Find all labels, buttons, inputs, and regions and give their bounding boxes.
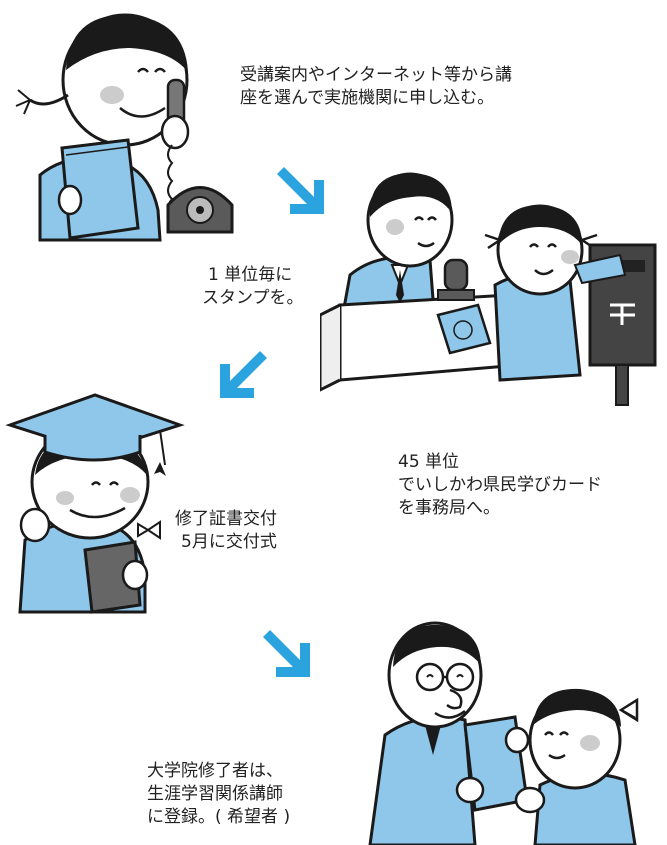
graduate-illustration <box>5 393 185 614</box>
step-3-line-1: 45 単位 <box>398 452 460 472</box>
step-5-line-2: 生涯学習関係講師 <box>147 784 283 804</box>
step-4-caption: 修了証書交付 5月に交付式 <box>175 508 277 554</box>
step-1-line-2: 座を選んで実施機関に申し込む。 <box>240 88 495 108</box>
step-2-caption: 1 単位毎に スタンプを。 <box>202 264 304 310</box>
step-5-line-3: に登録。( 希望者 ) <box>147 807 291 827</box>
registration-illustration <box>368 621 639 845</box>
girl-phone-illustration <box>15 13 234 242</box>
step-5-caption: 大学院修了者は、 生涯学習関係講師 に登録。( 希望者 ) <box>147 760 290 829</box>
step-2-line-2: スタンプを。 <box>202 288 304 308</box>
arrow-down-right-1 <box>277 167 324 214</box>
step-3-caption: 45 単位 でいしかわ県民学びカード を事務局へ。 <box>398 451 602 520</box>
step-5-line-1: 大学院修了者は、 <box>147 761 283 781</box>
step-3-line-3: を事務局へ。 <box>398 498 500 518</box>
step-1-caption: 受講案内やインターネット等から講 座を選んで実施機関に申し込む。 <box>240 64 512 110</box>
step-4-line-1: 修了証書交付 <box>175 509 277 529</box>
step-3-line-2: でいしかわ県民学びカード <box>398 475 602 495</box>
step-1-line-1: 受講案内やインターネット等から講 <box>240 65 512 85</box>
arrow-down-right-2 <box>263 630 310 677</box>
stamping-illustration <box>320 172 657 406</box>
arrow-down-left <box>220 351 267 398</box>
step-2-line-1: 1 単位毎に <box>208 265 293 285</box>
step-4-line-2: 5月に交付式 <box>181 532 277 552</box>
